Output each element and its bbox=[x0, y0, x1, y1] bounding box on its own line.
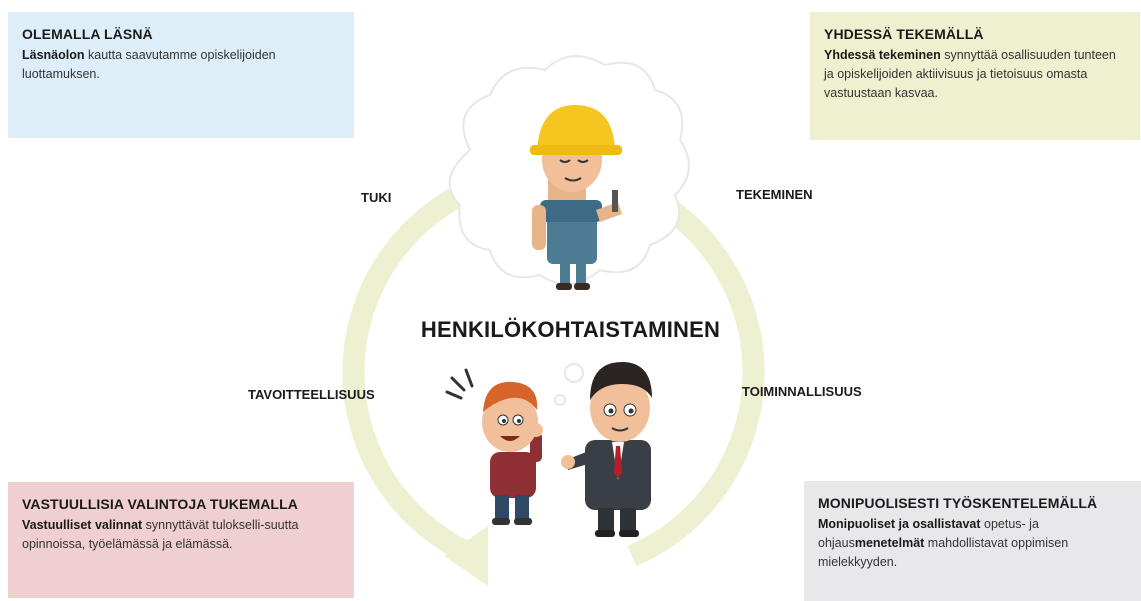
box-text-body: synnyttää osallisuuden tunteen ja opiske… bbox=[824, 48, 1116, 100]
label-tekeminen: TEKEMINEN bbox=[736, 187, 813, 202]
student-illustration bbox=[445, 368, 543, 525]
box-olemalla-lasna: OLEMALLA LÄSNÄ Läsnäolon kautta saavutam… bbox=[8, 12, 354, 138]
box-title: OLEMALLA LÄSNÄ bbox=[22, 26, 153, 42]
construction-worker-illustration bbox=[530, 105, 622, 290]
box-title: YHDESSÄ TEKEMÄLLÄ bbox=[824, 26, 984, 42]
box-text-body: synnyttävät tulokselli-suutta opinnoissa… bbox=[22, 518, 299, 551]
box-title: MONIPUOLISESTI TYÖSKENTELEMÄLLÄ bbox=[818, 495, 1098, 511]
box-text-bold: Läsnäolon bbox=[22, 48, 85, 62]
box-text-bold-2: menetelmät bbox=[854, 536, 925, 550]
box-text-bold: Monipuoliset ja osallistavat bbox=[818, 517, 981, 531]
box-text-body: kautta saavutamme opiskelijoiden luottam… bbox=[22, 48, 276, 81]
label-tuki: TUKI bbox=[361, 190, 392, 205]
center-title: HENKILÖKOHTAISTAMINEN bbox=[420, 317, 721, 342]
cycle-arrowhead bbox=[444, 526, 488, 586]
teacher-illustration bbox=[561, 362, 652, 537]
box-text-body: opetus- ja ohjaus bbox=[818, 517, 1039, 550]
box-text-bold: Vastuulliset valinnat bbox=[22, 518, 143, 532]
box-title: VASTUULLISIA VALINTOJA TUKEMALLA bbox=[22, 496, 298, 512]
box-text-bold: Yhdessä tekeminen bbox=[824, 48, 941, 62]
label-tavoitteellisuus: TAVOITTEELLISUUS bbox=[248, 387, 375, 402]
box-yhdessa-tekemalla: YHDESSÄ TEKEMÄLLÄ Yhdessä tekeminen synn… bbox=[810, 12, 1140, 140]
box-text: Läsnäolon kautta saavutamme opiskelijoid… bbox=[22, 46, 340, 84]
label-toiminnallisuus: TOIMINNALLISUUS bbox=[742, 384, 862, 399]
box-text: Vastuulliset valinnat synnyttävät tuloks… bbox=[22, 516, 340, 554]
box-text: Yhdessä tekeminen synnyttää osallisuuden… bbox=[824, 46, 1126, 103]
box-vastuullisia-valintoja: VASTUULLISIA VALINTOJA TUKEMALLA Vastuul… bbox=[8, 482, 354, 598]
box-text: Monipuoliset ja osallistavat opetus- ja … bbox=[818, 515, 1137, 572]
box-monipuolisesti: MONIPUOLISESTI TYÖSKENTELEMÄLLÄ Monipuol… bbox=[804, 481, 1141, 601]
box-text-end: mahdollistavat oppimisen mielekkyyden. bbox=[818, 536, 1069, 569]
